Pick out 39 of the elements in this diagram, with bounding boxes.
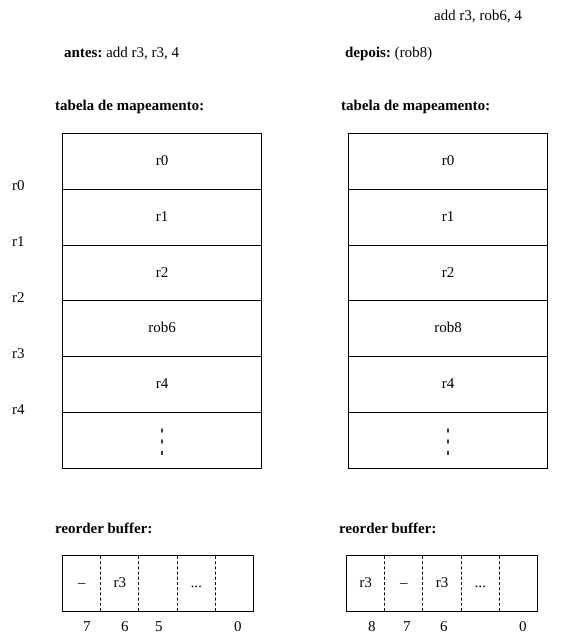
text-label: 8	[368, 619, 376, 636]
table-heading: tabela de mapeamento:	[55, 98, 204, 115]
buffer-slot: r3	[422, 556, 461, 611]
text-label: 7	[83, 619, 90, 636]
text-label: r2	[12, 290, 24, 307]
text-label: 7	[403, 619, 410, 636]
text-label: 6	[440, 619, 448, 636]
text-label: 0	[234, 619, 242, 636]
table-row: r1	[349, 190, 547, 246]
buffer-slot: r3	[100, 556, 138, 611]
table-row: r0	[63, 134, 261, 190]
table-row: r2	[63, 246, 261, 302]
text-label: r0	[12, 178, 24, 195]
text-label: 0	[519, 619, 526, 636]
text-label: r3	[12, 346, 24, 363]
table-row: r4	[63, 357, 261, 414]
buffer-slot: ...	[176, 556, 215, 611]
text-label: antes: add r3, r3, 4	[64, 45, 179, 62]
table-row: rob6	[63, 301, 261, 358]
table-heading: tabela de mapeamento:	[341, 98, 490, 115]
table-heading: reorder buffer:	[55, 521, 152, 538]
table-row: r0	[349, 134, 547, 190]
text-label: r1	[12, 234, 24, 251]
text-label: depois: (rob8)	[345, 45, 432, 62]
table-row: r1	[63, 190, 261, 246]
text-label: r4	[12, 402, 24, 419]
buffer-slot: ...	[460, 556, 499, 611]
table-row: r2	[349, 246, 547, 302]
buffer-slot: –	[63, 556, 100, 611]
buffer-slot: r3	[347, 556, 384, 611]
table-heading: reorder buffer:	[339, 521, 436, 538]
buffer-slot: –	[384, 556, 422, 611]
table-row: ⋮	[349, 413, 547, 468]
table-row: rob8	[349, 301, 547, 358]
text-label: 5	[155, 619, 162, 636]
text-label: 6	[121, 619, 128, 636]
table-row: r4	[349, 357, 547, 414]
table-row: ⋮	[63, 413, 261, 468]
text-label: add r3, rob6, 4	[434, 8, 522, 25]
